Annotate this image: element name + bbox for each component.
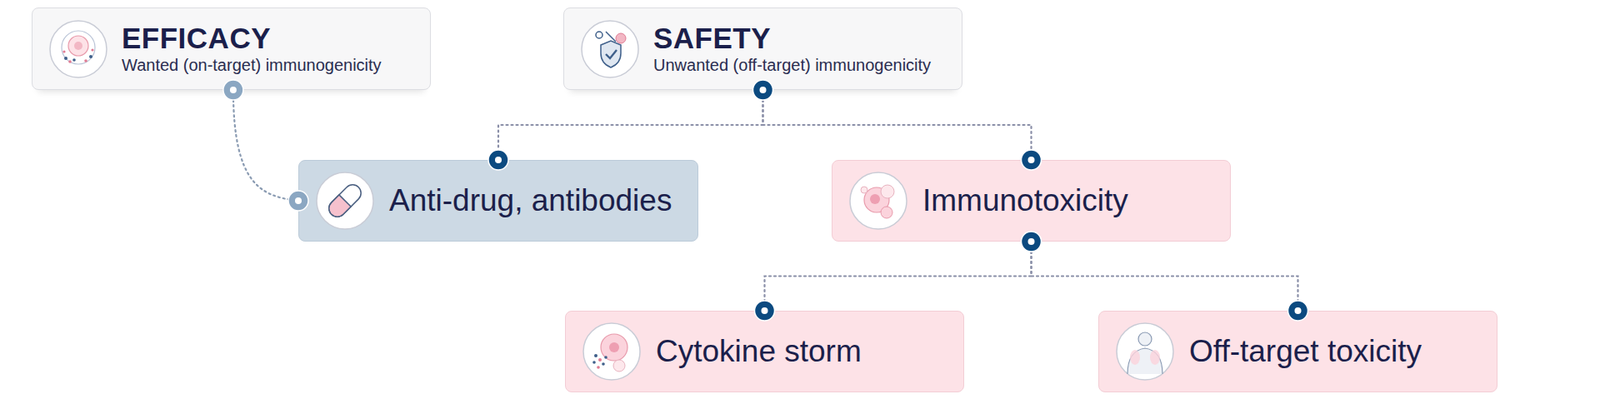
connector-dot-center xyxy=(495,156,502,164)
dotted-connector xyxy=(1031,241,1299,311)
category-icon xyxy=(849,171,908,230)
connector-dot-center xyxy=(761,307,769,315)
header-subtitle: Unwanted (off-target) immunogenicity xyxy=(653,54,931,76)
connector-dot xyxy=(1021,231,1042,252)
dotted-connector xyxy=(498,90,764,160)
category-box: Off-target toxicity xyxy=(1098,310,1498,393)
text-group: Cytokine storm xyxy=(655,311,862,392)
text-group: SAFETYUnwanted (off-target) immunogenici… xyxy=(653,8,931,90)
text-group: EFFICACYWanted (on-target) immunogenicit… xyxy=(121,8,382,90)
category-icon xyxy=(1115,322,1175,381)
connector-dot xyxy=(1288,300,1309,321)
box-label: Immunotoxicity xyxy=(922,182,1129,220)
connector-dot-center xyxy=(295,197,302,205)
header-title: EFFICACY xyxy=(121,22,382,55)
connector-dot xyxy=(288,190,309,211)
connector-dot-center xyxy=(1028,238,1035,245)
header-title: SAFETY xyxy=(653,22,931,55)
category-header-box: SAFETYUnwanted (off-target) immunogenici… xyxy=(563,7,963,90)
category-header-box: EFFICACYWanted (on-target) immunogenicit… xyxy=(31,7,431,90)
category-icon xyxy=(582,322,641,381)
text-group: Immunotoxicity xyxy=(922,160,1129,241)
category-box: Cytokine storm xyxy=(565,310,965,393)
connector-dot-center xyxy=(1028,156,1035,164)
category-box: Immunotoxicity xyxy=(831,160,1231,242)
connector-dot-center xyxy=(760,86,767,94)
header-subtitle: Wanted (on-target) immunogenicity xyxy=(121,54,382,76)
connector-dot xyxy=(753,80,774,100)
connector-dot xyxy=(223,80,244,100)
connector-dot-center xyxy=(230,86,237,94)
category-box: Anti-drug, antibodies xyxy=(298,160,699,242)
connector-dot xyxy=(1021,150,1042,170)
box-label: Cytokine storm xyxy=(655,333,862,370)
connector-dot-center xyxy=(760,86,767,94)
connector-dot xyxy=(1021,231,1042,252)
category-icon xyxy=(49,20,108,79)
text-group: Off-target toxicity xyxy=(1189,311,1422,392)
box-label: Anti-drug, antibodies xyxy=(389,182,672,220)
connector-dot-center xyxy=(1295,307,1302,315)
connector-dot xyxy=(753,80,774,100)
connector-dot xyxy=(755,300,775,321)
category-icon xyxy=(580,20,640,79)
dotted-connector xyxy=(763,90,1032,160)
connector-dot-center xyxy=(1028,238,1035,245)
dotted-connector xyxy=(765,241,1032,311)
text-group: Anti-drug, antibodies xyxy=(389,160,672,241)
connector-dot xyxy=(488,150,509,170)
category-icon xyxy=(315,171,375,230)
box-label: Off-target toxicity xyxy=(1189,333,1422,370)
dotted-connector xyxy=(233,90,299,201)
